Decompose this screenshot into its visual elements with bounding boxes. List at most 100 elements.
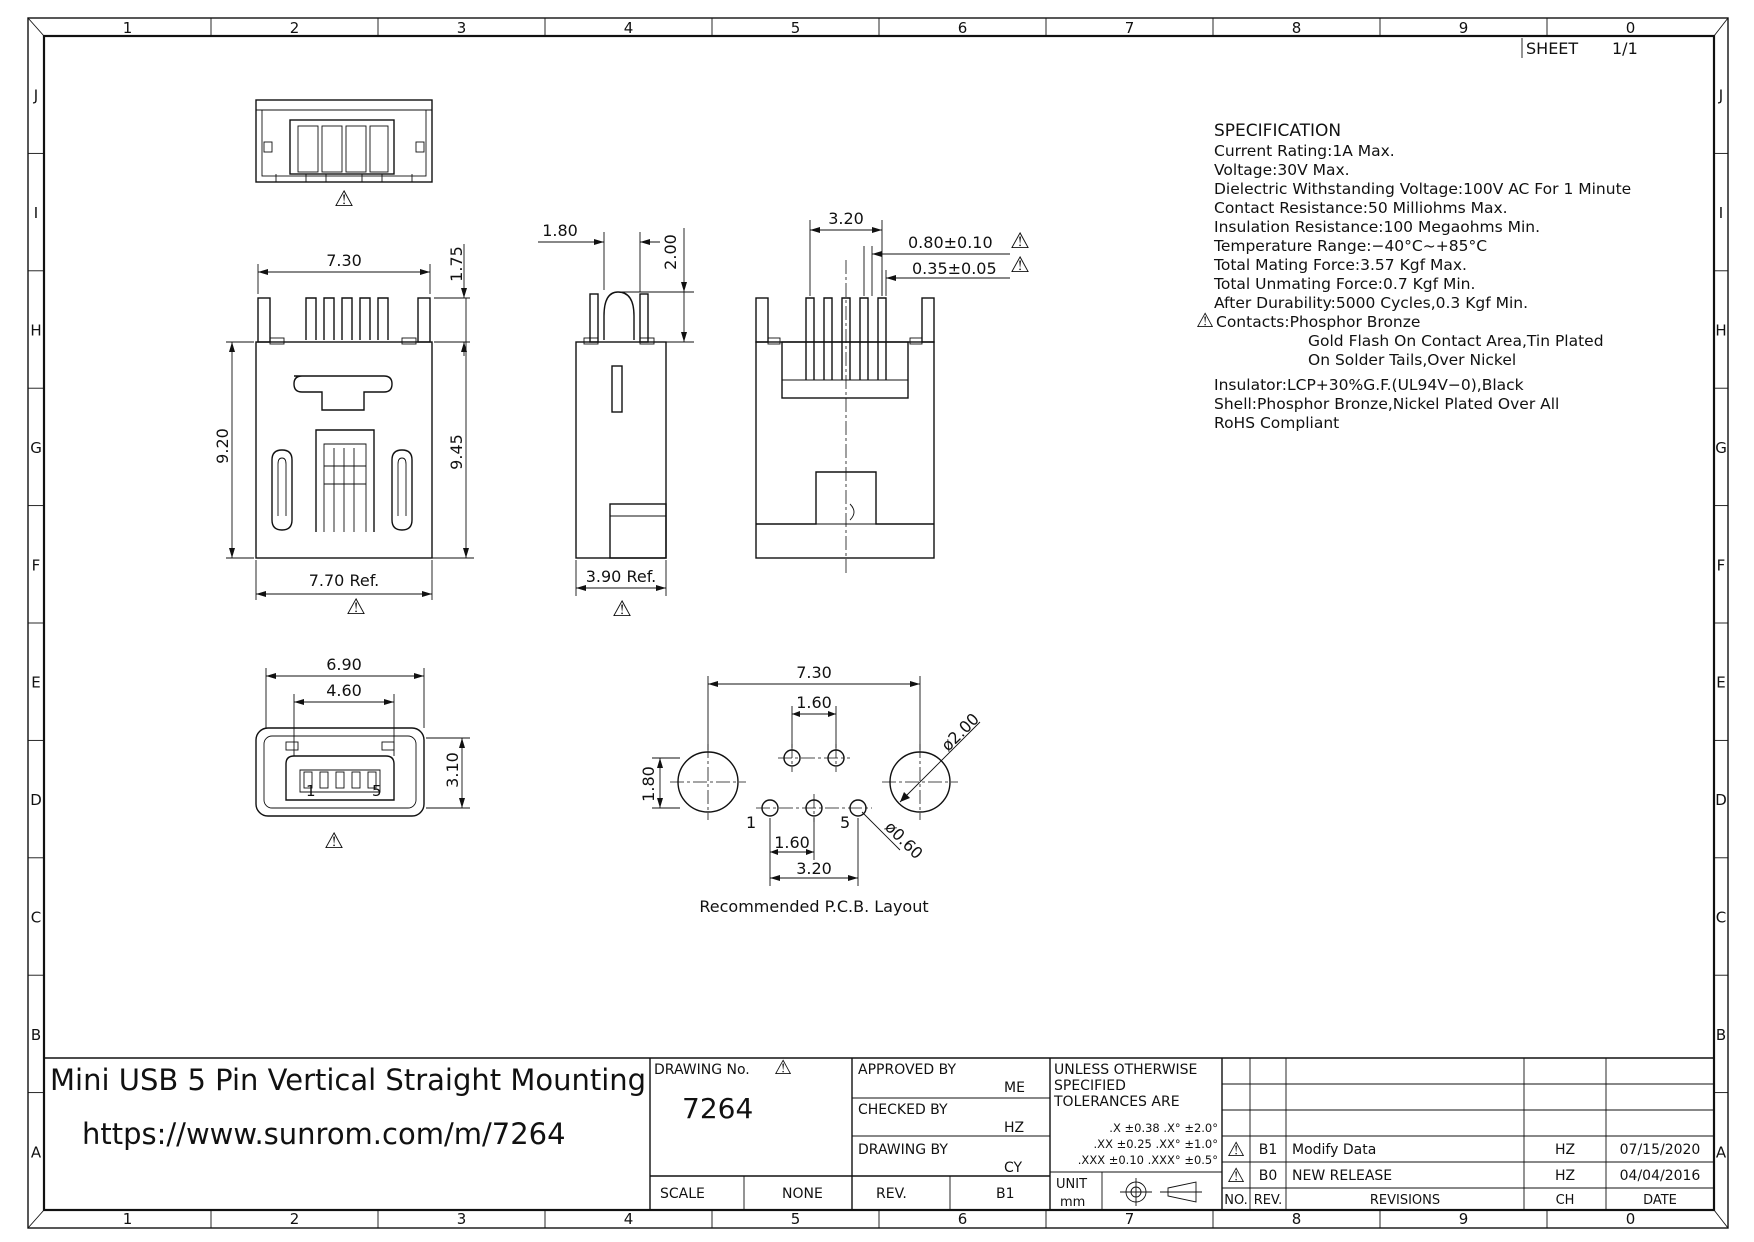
pin-view: 3.20 0.80±0.10 0.35±0.05 bbox=[755, 209, 1010, 574]
pcb-dim-3-20: 3.20 bbox=[796, 859, 832, 878]
rev-label: REV. bbox=[876, 1186, 907, 1202]
spec-line: On Solder Tails,Over Nickel bbox=[1308, 351, 1516, 369]
sheet-value: 1/1 bbox=[1612, 39, 1638, 58]
dim-1-75: 1.75 bbox=[447, 246, 466, 282]
zone-row-right: A bbox=[1716, 1143, 1727, 1161]
zone-column-top: 2 bbox=[290, 19, 300, 37]
side-view: 1.80 2.00 3.90 Ref. bbox=[538, 221, 694, 596]
spec-line: Temperature Range:−40°C~+85°C bbox=[1213, 237, 1487, 255]
pcb-pin-5-label: 5 bbox=[840, 813, 850, 832]
zone-column-top: 4 bbox=[624, 19, 634, 37]
zone-row-left: A bbox=[31, 1143, 42, 1161]
zone-column-top: 9 bbox=[1459, 19, 1469, 37]
spec-line: Voltage:30V Max. bbox=[1214, 161, 1350, 179]
pcb-dim-1-60-top: 1.60 bbox=[796, 693, 832, 712]
rev-description: NEW RELEASE bbox=[1292, 1168, 1392, 1184]
dim-2-00: 2.00 bbox=[661, 234, 680, 270]
zone-row-left: B bbox=[31, 1026, 41, 1044]
dim-3-90-ref: 3.90 Ref. bbox=[586, 567, 657, 586]
svg-text:⚠: ⚠ bbox=[324, 829, 344, 854]
dim-3-20: 3.20 bbox=[828, 209, 864, 228]
spec-line: Contacts:Phosphor Bronze bbox=[1216, 313, 1420, 331]
pcb-dim-7-30: 7.30 bbox=[796, 663, 832, 682]
drawing-title: Mini USB 5 Pin Vertical Straight Mountin… bbox=[50, 1063, 646, 1097]
rev-code: B1 bbox=[1259, 1142, 1278, 1158]
spec-line: Insulation Resistance:100 Megaohms Min. bbox=[1214, 218, 1540, 236]
drawn-value: CY bbox=[1004, 1160, 1023, 1176]
rev-value: B1 bbox=[996, 1186, 1015, 1202]
warning-mark: ⚠ bbox=[774, 1055, 792, 1079]
dim-7-70-ref: 7.70 Ref. bbox=[309, 571, 380, 590]
rev-b1-marker: ⚠ bbox=[1227, 1137, 1245, 1161]
zone-ticks bbox=[28, 18, 1728, 1228]
checked-label: CHECKED BY bbox=[858, 1102, 948, 1118]
scale-value: NONE bbox=[782, 1186, 823, 1202]
rev-code: B0 bbox=[1259, 1168, 1278, 1184]
zone-column-top: 7 bbox=[1125, 19, 1135, 37]
zone-column-top: 5 bbox=[791, 19, 801, 37]
svg-text:⚠: ⚠ bbox=[346, 595, 366, 620]
drawn-label: DRAWING BY bbox=[858, 1142, 948, 1158]
svg-text:⚠: ⚠ bbox=[1010, 253, 1030, 278]
specification-heading: SPECIFICATION bbox=[1214, 121, 1341, 141]
rev-header-no: NO. bbox=[1224, 1193, 1248, 1208]
zone-column-bottom: 5 bbox=[791, 1210, 801, 1228]
zone-row-left: G bbox=[30, 439, 42, 457]
dim-6-90: 6.90 bbox=[326, 655, 362, 674]
front-view: 7.30 1.75 9.20 9.45 7.70 Ref. bbox=[213, 244, 474, 600]
zone-row-left: C bbox=[31, 909, 41, 927]
rev-header-desc: REVISIONS bbox=[1370, 1193, 1440, 1208]
tolerance-xxx: .XXX ±0.10 .XXX° ±0.5° bbox=[1078, 1153, 1218, 1167]
zone-row-right: C bbox=[1716, 909, 1726, 927]
spec-line: Total Mating Force:3.57 Kgf Max. bbox=[1213, 256, 1467, 274]
zone-column-top: 3 bbox=[457, 19, 467, 37]
spec-line: RoHS Compliant bbox=[1214, 414, 1339, 432]
zone-row-right: J bbox=[1718, 87, 1723, 105]
sheet-label: SHEET bbox=[1526, 39, 1578, 58]
dim-7-30: 7.30 bbox=[326, 251, 362, 270]
zone-row-right: F bbox=[1717, 556, 1726, 574]
zone-column-bottom: 6 bbox=[958, 1210, 968, 1228]
pcb-dim-1-60-bottom: 1.60 bbox=[774, 833, 810, 852]
zone-column-bottom: 4 bbox=[624, 1210, 634, 1228]
zone-column-top: 6 bbox=[958, 19, 968, 37]
pcb-dim-dia-0-60: ø0.60 bbox=[881, 817, 927, 863]
sheet-number: SHEET 1/1 bbox=[1521, 38, 1638, 58]
zone-row-right: G bbox=[1715, 439, 1727, 457]
zone-column-bottom: 1 bbox=[123, 1210, 133, 1228]
third-angle-projection-icon bbox=[1120, 1178, 1202, 1206]
drawing-url[interactable]: https://www.sunrom.com/m/7264 bbox=[82, 1117, 566, 1151]
rev-date: 07/15/2020 bbox=[1620, 1142, 1701, 1158]
zone-row-right: H bbox=[1715, 322, 1726, 340]
spec-line: Gold Flash On Contact Area,Tin Plated bbox=[1308, 332, 1604, 350]
tolerance-line-1: UNLESS OTHERWISE bbox=[1054, 1062, 1197, 1078]
zone-column-top: 0 bbox=[1626, 19, 1636, 37]
rev-description: Modify Data bbox=[1292, 1142, 1376, 1158]
approved-value: ME bbox=[1004, 1080, 1025, 1096]
checked-value: HZ bbox=[1004, 1120, 1024, 1136]
pin-5-label: 5 bbox=[372, 782, 382, 800]
zone-column-bottom: 9 bbox=[1459, 1210, 1469, 1228]
warning-mark: ⚠ bbox=[324, 829, 344, 854]
zone-row-left: I bbox=[34, 204, 38, 222]
pin-1-label: 1 bbox=[306, 782, 316, 800]
tolerance-line-2: SPECIFIED bbox=[1054, 1078, 1126, 1094]
approved-label: APPROVED BY bbox=[858, 1062, 956, 1078]
rev-header-rev: REV. bbox=[1254, 1193, 1283, 1208]
drawing-number: 7264 bbox=[682, 1092, 753, 1125]
receptacle-face-view: 1 5 6.90 4.60 3.10 bbox=[255, 655, 470, 817]
svg-text:⚠: ⚠ bbox=[612, 597, 632, 622]
pcb-caption: Recommended P.C.B. Layout bbox=[699, 897, 928, 916]
tolerance-line-3: TOLERANCES ARE bbox=[1053, 1094, 1180, 1110]
rev-b0-marker: ⚠ bbox=[1227, 1163, 1245, 1187]
warning-mark: ⚠ bbox=[612, 597, 632, 622]
zone-column-top: 8 bbox=[1292, 19, 1302, 37]
pcb-pin-1-label: 1 bbox=[746, 813, 756, 832]
spec-line: Insulator:LCP+30%G.F.(UL94V−0),Black bbox=[1214, 376, 1524, 394]
zone-column-bottom: 0 bbox=[1626, 1210, 1636, 1228]
zone-column-bottom: 7 bbox=[1125, 1210, 1135, 1228]
drawing-no-label: DRAWING No. bbox=[654, 1062, 750, 1078]
pcb-layout: 7.30 1.60 1.80 ø2.00 ø0.60 1 5 1.60 3.20 bbox=[639, 663, 983, 916]
svg-text:⚠: ⚠ bbox=[1010, 229, 1030, 254]
